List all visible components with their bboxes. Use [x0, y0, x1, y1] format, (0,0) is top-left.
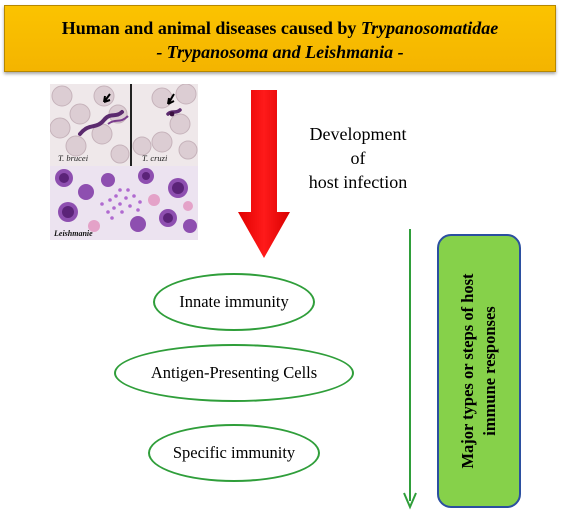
green-down-arrow [403, 229, 417, 510]
development-text: Development of host infection [288, 122, 428, 194]
title-line-2: - Trypanosoma and Leishmania - [156, 42, 404, 62]
leishmania-micrograph: Leishmanie [50, 166, 198, 240]
specific-immunity-oval: Specific immunity [148, 424, 320, 482]
innate-immunity-label: Innate immunity [179, 292, 289, 311]
immune-response-text: Major types or steps of host immune resp… [457, 241, 501, 501]
immune-response-line-2: immune responses [480, 306, 499, 436]
specific-immunity-label: Specific immunity [172, 443, 296, 462]
title-line-1: Human and animal diseases caused by Tryp… [5, 18, 555, 39]
t-brucei-label: T. brucei [58, 153, 89, 163]
red-down-arrow [238, 90, 290, 258]
antigen-presenting-cells-label: Antigen-Presenting Cells [150, 363, 318, 382]
title-banner: Human and animal diseases caused by Tryp… [4, 5, 556, 72]
development-line-1: Development [309, 124, 407, 144]
trypanosoma-micrograph: T. brucei T. cruzi [50, 84, 198, 166]
title-line-1-italic: Trypanosomatidae [360, 18, 499, 38]
antigen-presenting-cells-oval: Antigen-Presenting Cells [114, 344, 354, 402]
innate-immunity-oval: Innate immunity [153, 273, 315, 331]
development-line-2: of [350, 148, 366, 168]
immune-response-box: Major types or steps of host immune resp… [437, 234, 521, 508]
leishmania-label: Leishmanie [53, 229, 93, 238]
t-cruzi-label: T. cruzi [142, 153, 168, 163]
immune-response-line-1: Major types or steps of host [458, 273, 477, 469]
title-line-1-text: Human and animal diseases caused by [61, 18, 361, 38]
development-line-3: host infection [308, 172, 408, 192]
